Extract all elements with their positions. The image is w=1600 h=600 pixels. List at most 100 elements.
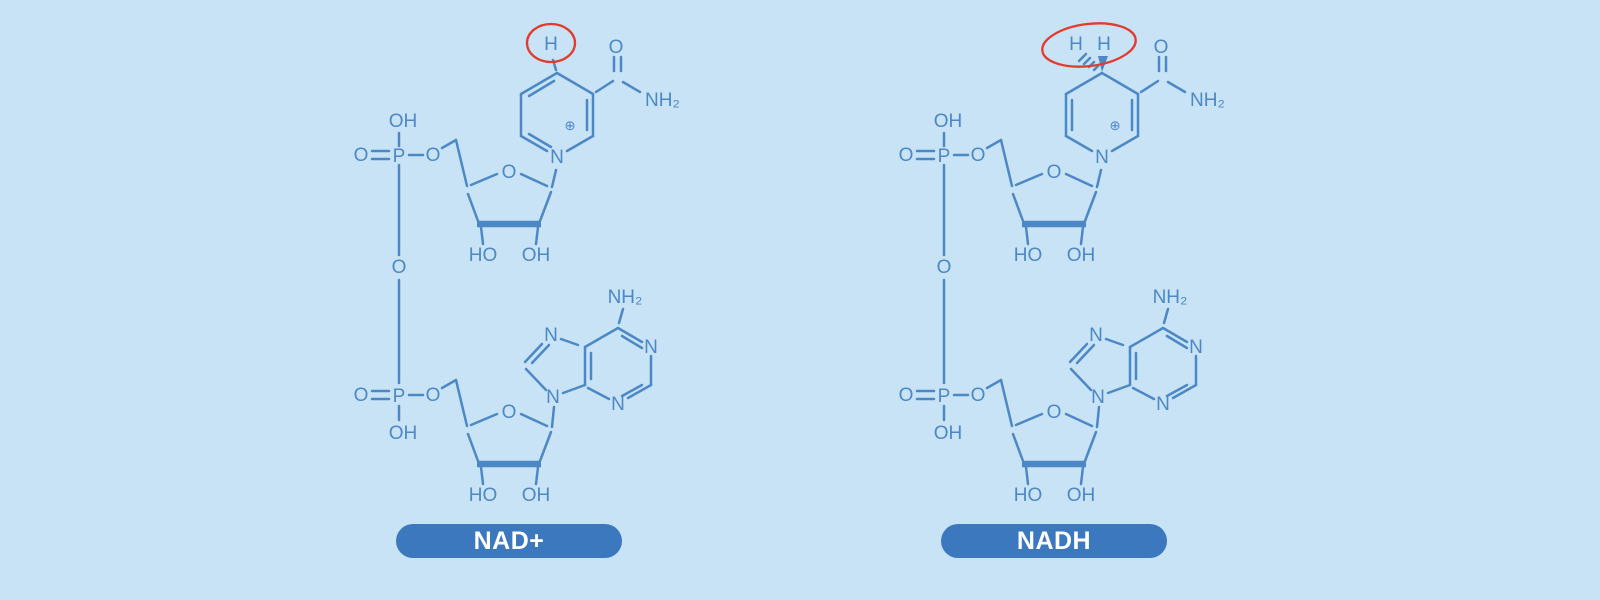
bond <box>523 342 544 364</box>
nadh-label-pill: NADH <box>941 524 1167 558</box>
bond <box>519 172 549 188</box>
p2-o-double-label: O <box>899 385 914 406</box>
bond <box>469 172 499 187</box>
bond <box>559 337 580 347</box>
bond <box>538 430 553 463</box>
nad-label-pill: NAD+ <box>396 524 622 558</box>
ribose-2-nad <box>466 405 556 486</box>
bond <box>561 383 587 395</box>
ribose1-oh-label: OH <box>1067 245 1096 266</box>
amide-group-nadh <box>1139 55 1187 94</box>
p2-o-ester-label: O <box>426 385 441 406</box>
adenine-n9-label: N <box>1091 387 1105 408</box>
bond <box>1079 465 1085 486</box>
ribose2-oh-label: OH <box>1067 485 1096 506</box>
adenine-n1-label: N <box>644 337 658 358</box>
bond <box>440 378 458 390</box>
bond <box>454 138 469 188</box>
bond <box>1069 367 1093 392</box>
bond <box>1106 383 1132 395</box>
bond <box>1011 192 1025 223</box>
bond <box>1064 412 1094 428</box>
p1-o-double-label: O <box>899 145 914 166</box>
bond <box>1064 172 1094 188</box>
bond <box>1100 71 1140 96</box>
ribose2-o-label: O <box>502 402 517 423</box>
bond <box>534 225 540 246</box>
molecule-nadh: H H O NH₂ N ⊕ OH O P O O HO OH O O P OH … <box>899 22 1225 558</box>
hash-bond-stroke <box>1082 56 1092 66</box>
highlight-ellipse-nad <box>525 22 577 64</box>
bridge-o-label: O <box>392 257 407 278</box>
bond <box>1131 386 1156 401</box>
hash-bond-stroke <box>1092 64 1100 72</box>
plus-charge-icon: ⊕ <box>564 118 575 133</box>
bond <box>519 134 549 153</box>
bond <box>538 190 553 223</box>
p1-o-double-label: O <box>354 145 369 166</box>
phosphate-2-nadh <box>915 378 1014 428</box>
adenine-n1-label: N <box>1189 337 1203 358</box>
ribose-1-nadh <box>1011 168 1103 246</box>
pill-text: NAD+ <box>474 527 545 555</box>
p2-label: P <box>938 386 951 407</box>
p1-oh-label: OH <box>389 111 418 132</box>
pill-background <box>396 524 622 558</box>
molecule-nad-plus: H O NH₂ N ⊕ OH O P O O HO OH O O P OH O … <box>354 22 680 558</box>
bond <box>519 412 549 428</box>
bond <box>626 383 653 400</box>
ribose2-ho-label: HO <box>1014 485 1043 506</box>
ribose2-ho-label: HO <box>469 485 498 506</box>
bond <box>519 71 559 96</box>
adenine-n3-label: N <box>611 394 625 415</box>
glycosidic-bond <box>550 168 558 189</box>
bond <box>616 326 644 344</box>
bond <box>1024 465 1030 486</box>
adenine-ring-nadh <box>1068 307 1198 401</box>
amide-nh2-label: NH₂ <box>1190 90 1225 111</box>
bond <box>985 138 1003 150</box>
bond <box>985 378 1003 390</box>
p2-oh-label: OH <box>389 423 418 444</box>
bond <box>1166 80 1187 94</box>
bond <box>1064 134 1094 153</box>
ring-n-label: N <box>550 147 564 168</box>
bond <box>1171 383 1198 400</box>
glycosidic-bond <box>1095 168 1103 189</box>
bond <box>1083 190 1098 223</box>
atom-labels-nad: H O NH₂ N ⊕ OH O P O O HO OH O O P OH O … <box>354 34 680 506</box>
phosphate-1-nad <box>370 131 469 188</box>
ring-n-label: N <box>1095 147 1109 168</box>
phosphate-1-nadh <box>915 131 1014 188</box>
p2-o-ester-label: O <box>971 385 986 406</box>
amide-nh2-label: NH₂ <box>645 90 680 111</box>
bond <box>440 138 458 150</box>
p2-oh-label: OH <box>934 423 963 444</box>
bond <box>454 378 469 428</box>
ribose1-ho-label: HO <box>1014 245 1043 266</box>
bond <box>1068 342 1089 364</box>
bond <box>1014 412 1044 427</box>
h-label: H <box>544 34 558 55</box>
bond <box>1161 326 1189 344</box>
ribose1-oh-label: OH <box>522 245 551 266</box>
hash-bond-stroke <box>1077 52 1088 63</box>
adenine-n7-label: N <box>544 325 558 346</box>
double-bond-inner <box>1165 383 1189 398</box>
double-bond-inner <box>527 132 553 149</box>
double-bond-inner <box>620 383 644 398</box>
bond <box>524 367 548 392</box>
double-bond-inner <box>530 343 551 365</box>
bond <box>565 134 595 153</box>
h-right-label: H <box>1097 34 1111 55</box>
bond <box>621 80 642 94</box>
adenine-n7-label: N <box>1089 325 1103 346</box>
glycosidic-bond <box>1095 405 1101 429</box>
adenine-n9-label: N <box>546 387 560 408</box>
plus-charge-icon: ⊕ <box>1109 118 1120 133</box>
p1-o-ester-label: O <box>426 145 441 166</box>
nicotinamide-ring-nadh <box>1064 71 1140 153</box>
ribose-1-nad <box>466 168 558 246</box>
